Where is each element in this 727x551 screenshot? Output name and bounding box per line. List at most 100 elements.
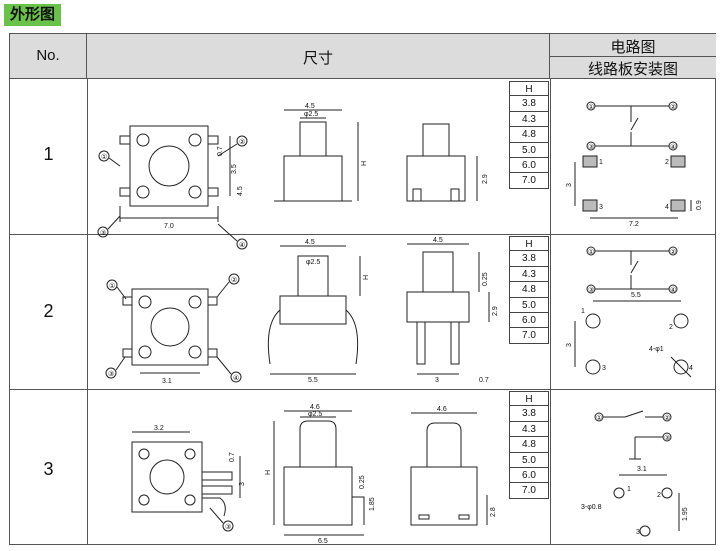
- label-n1: 1: [627, 486, 631, 493]
- label-dim-H: H: [363, 275, 370, 280]
- label-dim-H: H: [265, 470, 272, 475]
- label-dim-185: 1.85: [369, 497, 376, 511]
- label-pin4: ④: [233, 374, 239, 382]
- height-header: H: [510, 236, 548, 252]
- header-dim-label: 尺寸: [302, 50, 333, 67]
- label-n3: 3: [636, 529, 640, 536]
- label-pin2: ②: [670, 104, 676, 111]
- label-dim-55: 5.5: [308, 377, 318, 384]
- label-dim-32: 3.2: [154, 425, 164, 432]
- height-table-2: H 3.8 4.3 4.8 5.0 6.0 7.0: [509, 236, 549, 344]
- label-dim-29: 2.9: [482, 174, 489, 184]
- height-value: 4.3: [510, 112, 548, 128]
- label-dim-195: 1.95: [682, 507, 689, 521]
- label-n1: 1: [581, 308, 585, 315]
- label-dim-07: 0.7: [217, 146, 224, 156]
- label-n4: 4: [665, 204, 669, 211]
- row-number-2: 2: [43, 301, 54, 321]
- height-value: 7.0: [510, 173, 548, 189]
- label-pin1: ①: [588, 248, 594, 256]
- height-value: 6.0: [510, 313, 548, 329]
- label-dim-025: 0.25: [359, 475, 366, 489]
- label-dim-35: 3.5: [231, 164, 238, 174]
- label-dim-55: 5.5: [631, 292, 641, 299]
- label-dim-65: 6.5: [318, 538, 328, 545]
- height-value: 5.0: [510, 143, 548, 158]
- label-pin2: ②: [670, 249, 676, 256]
- height-header: H: [510, 391, 548, 407]
- row1-side-view-drawing: 4.5 φ2.5 H: [274, 103, 368, 202]
- header-dimensions: 尺寸: [87, 34, 550, 79]
- height-table-1: H 3.8 4.3 4.8 5.0 6.0 7.0: [509, 81, 549, 189]
- row-divider: [10, 234, 716, 235]
- label-dim-70: 7.0: [164, 223, 174, 230]
- label-dim-29: 2.9: [492, 306, 499, 316]
- label-pin2: ②: [231, 277, 237, 284]
- height-value: 4.8: [510, 127, 548, 143]
- label-n2: 2: [669, 324, 673, 331]
- height-value: 4.8: [510, 437, 548, 453]
- label-dim-3phi08: 3-φ0.8: [581, 504, 602, 511]
- height-value: 4.3: [510, 267, 548, 283]
- row-number-3: 3: [43, 459, 54, 479]
- spec-table: No. 尺寸 电路图 线路板安装图 1 2 3 H 3.8 4.3 4.8 5.…: [9, 33, 716, 545]
- label-pin1: ①: [101, 153, 107, 161]
- height-value: 3.8: [510, 96, 548, 112]
- row2-top-view-drawing: ① ② ③ ④ 3.1: [105, 273, 242, 385]
- label-pin4: ④: [239, 241, 245, 249]
- label-pin3: ③: [588, 143, 594, 151]
- label-n2: 2: [657, 492, 661, 499]
- height-value: 4.3: [510, 422, 548, 438]
- height-value: 5.0: [510, 453, 548, 468]
- row1-front-view-drawing: 2.9: [406, 123, 489, 202]
- label-dim-45: 4.5: [305, 103, 315, 110]
- label-pin3: ③: [108, 370, 114, 378]
- height-table-3: H 3.8 4.3 4.8 5.0 6.0 7.0: [509, 391, 549, 499]
- label-dim-31: 3.1: [162, 378, 172, 385]
- label-dim-09: 0.9: [696, 200, 703, 210]
- row3-top-view-drawing: 3.2 0.7 3 ③: [131, 425, 246, 532]
- label-dim-28: 2.8: [490, 507, 497, 517]
- label-pin1: ①: [588, 103, 594, 111]
- row2-front-view-drawing: 4.5 0.25 2.9 3 0.7: [406, 237, 499, 384]
- label-n3: 3: [599, 204, 603, 211]
- height-header: H: [510, 81, 548, 97]
- row1-pcb-drawing: ① ② ③ ④ 1 2 3 4 3 7.2 0.9: [566, 101, 703, 228]
- label-pin3: ③: [100, 229, 106, 237]
- label-pin4: ④: [670, 286, 676, 294]
- label-pin3: ③: [664, 434, 670, 442]
- label-dim-72: 7.2: [629, 221, 639, 228]
- label-n2: 2: [665, 159, 669, 166]
- row-number-1: 1: [43, 144, 54, 164]
- label-dim-45: 4.5: [305, 239, 315, 246]
- label-dim-07: 0.7: [479, 377, 489, 384]
- label-dim-phi25: φ2.5: [306, 259, 320, 266]
- page-title: 外形图: [4, 4, 62, 26]
- height-value: 6.0: [510, 158, 548, 174]
- label-n3: 3: [602, 365, 606, 372]
- height-value: 3.8: [510, 406, 548, 422]
- height-value: 3.8: [510, 251, 548, 267]
- row2-pcb-drawing: ① ② ③ ④ 5.5 1 2 3 4 3 4-φ1: [566, 246, 693, 378]
- height-value: 7.0: [510, 328, 548, 344]
- label-dim-3: 3: [435, 377, 439, 384]
- row3-side-view-drawing: 4.6 φ2.5 H 0.25 1.85 6.5: [265, 404, 376, 545]
- height-value: 5.0: [510, 298, 548, 313]
- header-pcb-label: 线路板安装图: [587, 61, 678, 78]
- label-dim-H: H: [361, 161, 368, 166]
- row-divider: [10, 389, 716, 390]
- label-dim-45: 4.5: [433, 237, 443, 244]
- label-pin3: ③: [225, 523, 231, 531]
- label-dim-phi25: φ2.5: [304, 111, 318, 118]
- header-pcb: 电路图 线路板安装图: [550, 34, 716, 79]
- header-circuit-label: 电路图: [610, 39, 656, 56]
- row3-front-view-drawing: 4.6 2.8: [410, 406, 497, 526]
- label-pin1: ①: [596, 414, 602, 422]
- height-value: 4.8: [510, 282, 548, 298]
- height-value: 6.0: [510, 468, 548, 484]
- label-dim-45: 4.5: [237, 186, 244, 196]
- row2-side-view-drawing: 4.5 φ2.5 H 5.5: [267, 239, 370, 384]
- label-dim-46: 4.6: [437, 406, 447, 413]
- label-dim-025: 0.25: [482, 272, 489, 286]
- header-no-label: No.: [36, 47, 60, 64]
